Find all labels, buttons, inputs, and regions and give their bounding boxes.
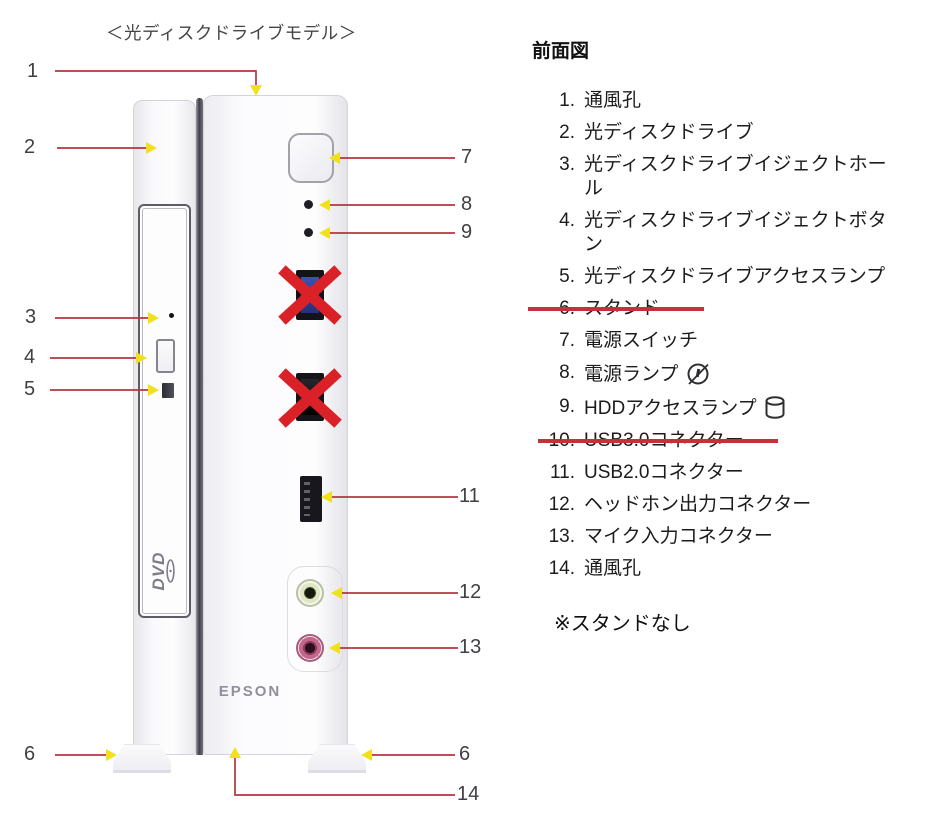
callout-number-5: 5	[24, 378, 36, 400]
strikethrough-line	[538, 439, 778, 443]
callout-number-9: 9	[461, 221, 473, 243]
callout-number-4: 4	[24, 346, 36, 368]
legend-item: 7. 電源スイッチ	[532, 329, 944, 353]
power-button	[288, 133, 334, 183]
legend-item-number: 1.	[559, 90, 575, 111]
legend-item-number: 14.	[548, 558, 575, 579]
legend-item: 6.スタンド	[528, 297, 944, 321]
usb3-port-tab	[301, 277, 319, 313]
legend-item-number: 4.	[559, 210, 575, 231]
unit-seam	[196, 98, 203, 755]
legend-item: 11. USB2.0コネクター	[532, 461, 944, 485]
legend-item-label: 通風孔	[584, 90, 642, 111]
legend-item: 2. 光ディスクドライブ	[532, 121, 944, 145]
legend-item-label: ヘッドホン出力コネクター	[584, 494, 812, 515]
callout-line-1	[55, 70, 257, 85]
legend-heading: 前面図	[532, 41, 590, 62]
dvd-disc-icon	[166, 559, 175, 583]
drive-access-lamp	[162, 383, 174, 398]
callout-number-12: 12	[459, 581, 482, 603]
eject-hole	[169, 313, 174, 318]
power-symbol-icon	[687, 363, 710, 385]
legend-item-number: 11.	[549, 462, 575, 483]
callout-number-14: 14	[457, 783, 480, 805]
headphone-jack	[296, 579, 324, 607]
legend-list: 1. 通風孔 2. 光ディスクドライブ 3. 光ディスクドライブイジェクトホー ル 4. 光デ…	[528, 89, 944, 581]
drive-door	[138, 204, 191, 618]
legend-item: 1. 通風孔	[532, 89, 944, 113]
legend-item-label: 電源スイッチ	[584, 330, 699, 351]
callout-number-8: 8	[461, 193, 473, 215]
legend-item-number: 9.	[559, 396, 575, 417]
legend-item-label: USB2.0コネクター	[584, 462, 744, 483]
legend-note: ※スタンドなし	[554, 613, 691, 635]
legend-item-label: 光ディスクドライブイジェクトボタ ン	[584, 210, 887, 255]
callout-number-1: 1	[27, 60, 39, 82]
legend-item: 12. ヘッドホン出力コネクター	[532, 493, 944, 517]
legend-item-number: 13.	[548, 526, 575, 547]
callout-number-13: 13	[459, 636, 482, 658]
diagram-title: ＜光ディスクドライブモデル＞	[106, 23, 357, 43]
callout-number-11: 11	[459, 485, 480, 507]
callout-number-2: 2	[24, 136, 36, 158]
callout-number-6-left: 6	[24, 743, 36, 765]
usb2-port	[300, 476, 322, 522]
legend-item-label: 光ディスクドライブイジェクトホー ル	[584, 154, 887, 199]
usb2-port-pins	[304, 482, 310, 516]
strikethrough-line	[528, 307, 704, 311]
legend-item: 8. 電源ランプ	[532, 361, 944, 387]
legend-item-label: 通風孔	[584, 558, 642, 579]
legend-item: 14. 通風孔	[532, 557, 944, 581]
legend-item: 3. 光ディスクドライブイジェクトホー ル	[532, 153, 944, 201]
legend-item-label: 電源ランプ	[584, 361, 711, 387]
epson-logo: EPSON	[218, 683, 282, 700]
legend-item-number: 12.	[548, 494, 575, 515]
legend-item: 5. 光ディスクドライブアクセスランプ	[532, 265, 944, 289]
legend-panel: 前面図 1. 通風孔 2. 光ディスクドライブ 3. 光ディスクドライブイジェクトホー ル…	[528, 36, 944, 636]
legend-item: 10.USB3.0コネクター	[532, 429, 944, 453]
legend-item-label: マイク入力コネクター	[584, 526, 773, 547]
microphone-jack	[296, 634, 324, 662]
dvd-logo: DVD	[148, 542, 178, 600]
callout-number-6-right: 6	[459, 743, 471, 765]
usb3-port-lower-inner	[301, 379, 319, 415]
hdd-access-lamp	[304, 228, 313, 237]
legend-item-number: 5.	[559, 266, 575, 287]
legend-item-label: 光ディスクドライブ	[584, 122, 754, 143]
audio-jack-panel	[287, 566, 343, 672]
hdd-cylinder-icon	[765, 396, 785, 419]
left-foot-stand	[113, 744, 171, 773]
callout-number-7: 7	[461, 146, 473, 168]
legend-item-number: 2.	[559, 122, 575, 143]
eject-button	[156, 339, 175, 373]
legend-item-number: 8.	[559, 362, 575, 383]
usb3-port	[296, 270, 324, 320]
usb3-port-lower	[296, 373, 324, 421]
dvd-logo-text: DVD	[149, 551, 168, 591]
legend-item-number: 3.	[559, 154, 575, 175]
legend-item: 13. マイク入力コネクター	[532, 525, 944, 549]
legend-item-number: 7.	[559, 330, 575, 351]
power-lamp	[304, 200, 313, 209]
legend-item-label: 光ディスクドライブアクセスランプ	[584, 266, 886, 287]
legend-item: 9. HDDアクセスランプ	[532, 395, 944, 421]
callout-number-3: 3	[25, 306, 37, 328]
legend-item-label: HDDアクセスランプ	[584, 395, 786, 421]
legend-item: 4. 光ディスクドライブイジェクトボタ ン	[532, 209, 944, 257]
